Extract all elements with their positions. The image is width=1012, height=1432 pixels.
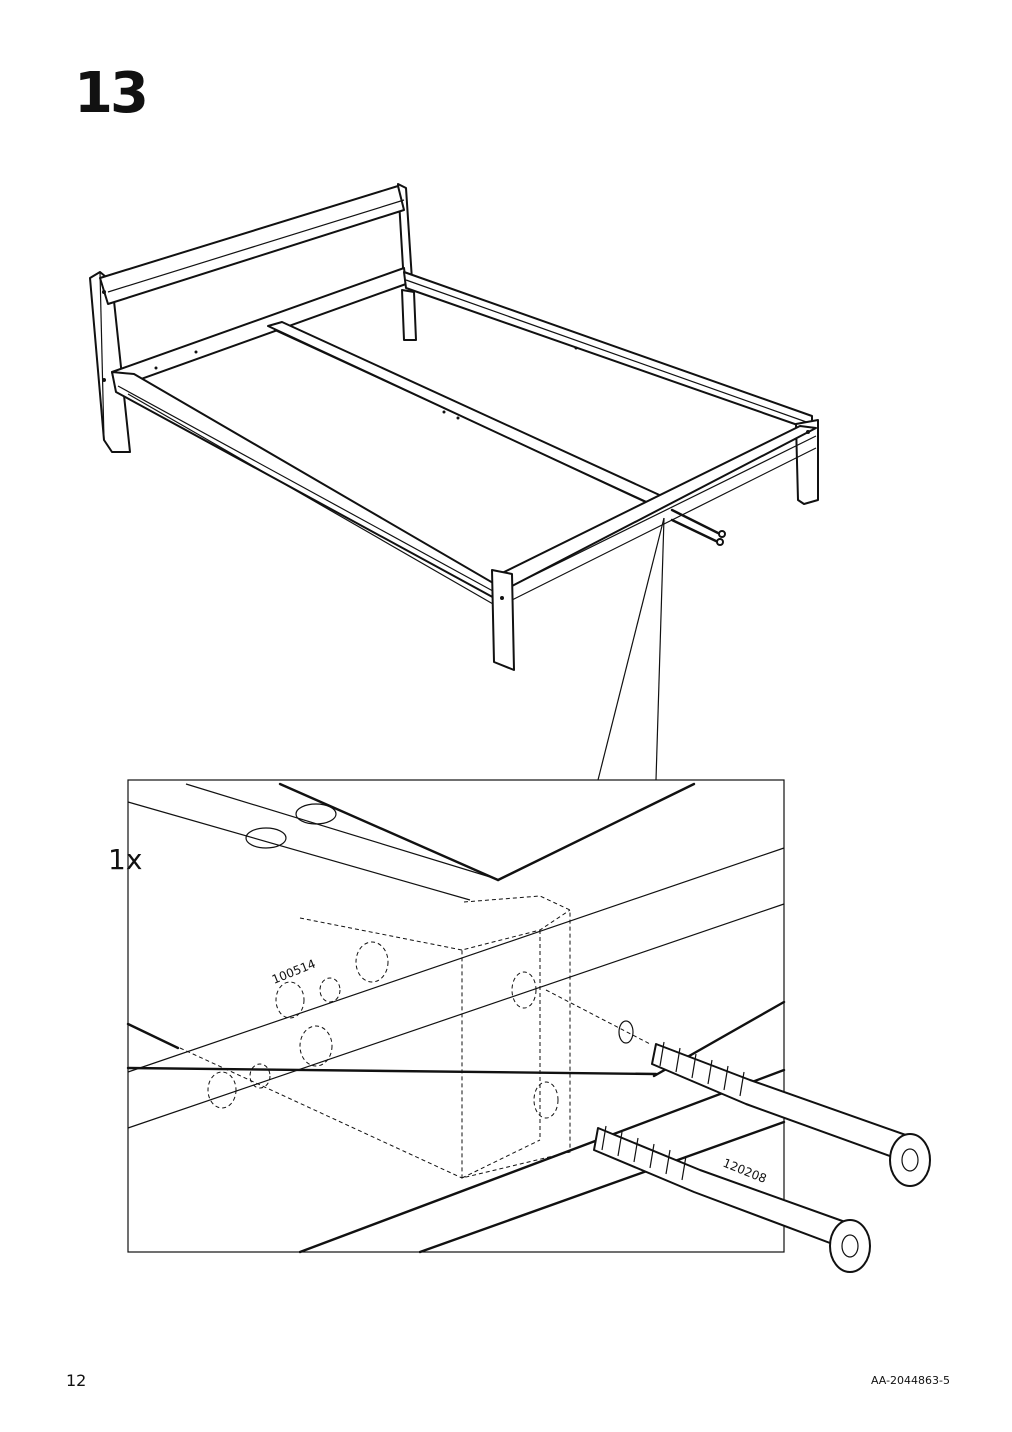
bed-frame-drawing [89, 183, 819, 781]
quantity-label: 1x [108, 843, 143, 876]
detail-drawing: 100514 120208 [126, 779, 931, 1273]
page-number: 12 [66, 1371, 87, 1390]
bolt-thread-2 [601, 1125, 687, 1181]
document-code: AA-2044863-5 [870, 1374, 950, 1387]
bolt-thread-1 [659, 1041, 745, 1097]
step-number: 13 [74, 61, 149, 126]
